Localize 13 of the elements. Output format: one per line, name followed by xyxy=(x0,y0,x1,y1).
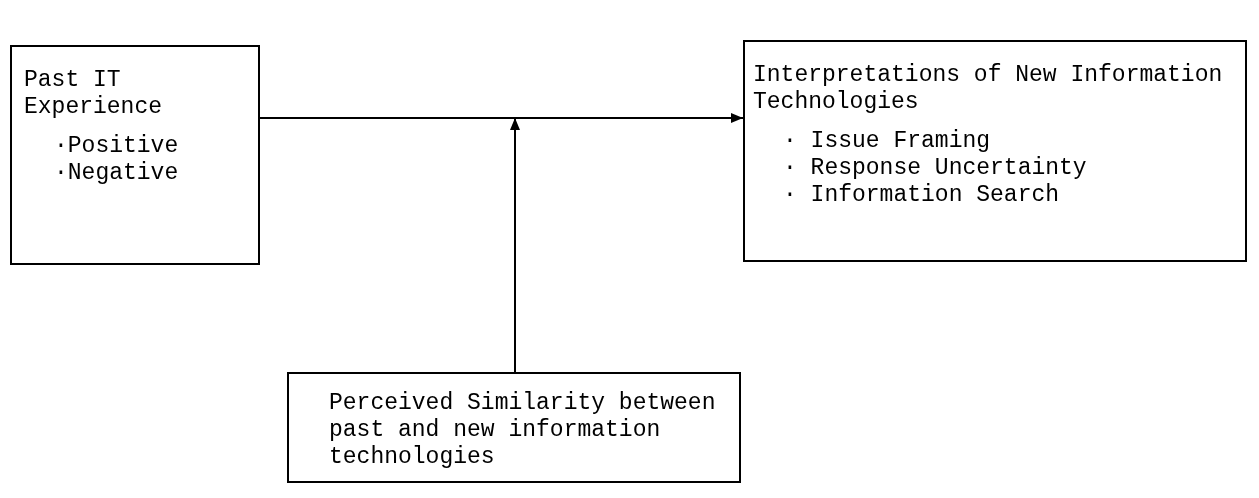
list-item: · Information Search xyxy=(783,182,1061,209)
node-heading: Interpretations of New Information Technologies xyxy=(753,62,1224,116)
list-item: · Response Uncertainty xyxy=(783,155,1088,182)
node-heading: Perceived Similarity between past and new information technologies xyxy=(329,390,717,471)
node-heading: Past IT Experience xyxy=(24,67,164,121)
process-box xyxy=(743,40,1247,262)
process-box xyxy=(10,45,260,265)
arrow xyxy=(259,113,744,123)
list-item: ·Positive xyxy=(54,133,180,160)
process-box xyxy=(287,372,741,483)
list-item: ·Negative xyxy=(54,160,180,187)
arrow xyxy=(510,117,520,373)
list-item: · Issue Framing xyxy=(783,128,992,155)
